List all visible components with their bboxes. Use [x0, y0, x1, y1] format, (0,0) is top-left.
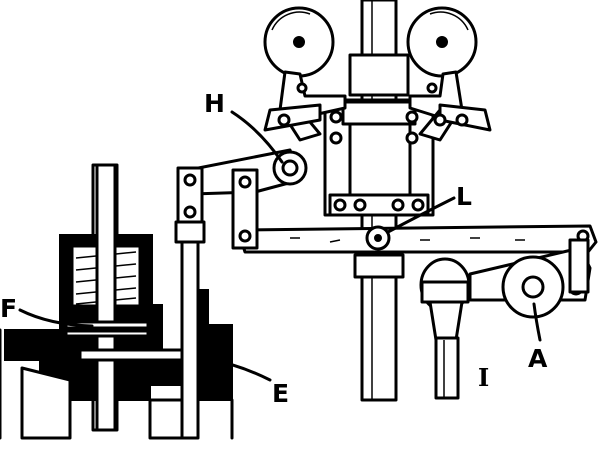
main-lever [236, 224, 598, 254]
leader-lines [18, 110, 542, 382]
label-e: E [272, 379, 289, 408]
eccentric-assembly [419, 238, 592, 400]
label-l: L [456, 182, 472, 211]
leader-e [210, 358, 272, 382]
leader-l [386, 196, 456, 234]
flyball-left [263, 6, 335, 78]
flyball-right [406, 6, 478, 78]
label-f: F [0, 294, 17, 323]
valve-body [0, 163, 234, 440]
spindle-collar [348, 53, 410, 97]
rod-i [419, 257, 471, 400]
leader-h [230, 110, 284, 164]
label-i: I [478, 363, 489, 392]
valve-rod [180, 224, 200, 440]
lever-bar [236, 224, 598, 254]
lower-collar [353, 253, 405, 279]
label-h: H [204, 89, 225, 118]
leader-f [18, 308, 94, 328]
bell-crank-h [176, 148, 308, 250]
governor-assembly [263, 0, 492, 402]
label-a: A [528, 344, 548, 373]
leader-a [532, 302, 542, 342]
